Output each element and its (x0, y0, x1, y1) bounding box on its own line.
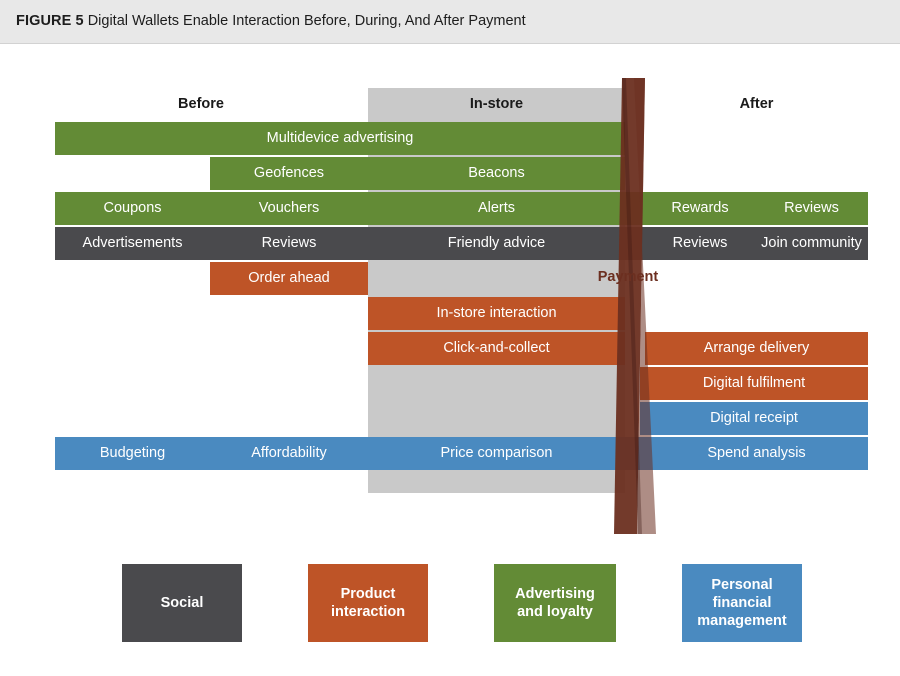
figure-number-label: FIGURE 5 (16, 13, 84, 29)
bar-row-multidevice-advertising[interactable]: Multidevice advertising (55, 122, 625, 155)
bar-label-geofences: Geofences (253, 165, 325, 181)
bar-row-instore-interaction[interactable]: In-store interaction (368, 297, 625, 330)
bar-label-vouchers: Vouchers (258, 200, 320, 216)
bar-label-multidevice-advertising: Multidevice advertising (266, 130, 414, 146)
legend-label-product-line1: Product (340, 586, 396, 602)
legend-item-advertising-loyalty[interactable]: Advertising and loyalty (494, 564, 616, 642)
bar-label-spend-analysis: Spend analysis (707, 445, 806, 461)
legend-item-product-interaction[interactable]: Product interaction (308, 564, 428, 642)
bar-label-budgeting: Budgeting (99, 445, 166, 461)
legend-label-advertising-loyalty: Advertising and loyalty (515, 585, 595, 621)
bar-row-click-and-collect[interactable]: Click-and-collect (368, 332, 625, 365)
figure-header: FIGURE 5 Digital Wallets Enable Interact… (0, 0, 900, 44)
legend-item-personal-financial-management[interactable]: Personal financial management (682, 564, 802, 642)
column-header-after: After (739, 96, 774, 112)
legend-label-pfm-line3: management (697, 613, 787, 629)
bar-label-friendly-advice: Friendly advice (447, 235, 546, 251)
bar-row-geofences-beacons[interactable]: Geofences Beacons (210, 157, 625, 190)
bar-label-rewards: Rewards (671, 200, 729, 216)
instore-band (368, 88, 625, 493)
bar-label-reviews-after-advert: Reviews (784, 200, 839, 216)
legend-item-social[interactable]: Social (122, 564, 242, 642)
bar-label-digital-fulfilment: Digital fulfilment (702, 375, 806, 391)
bar-label-digital-receipt: Digital receipt (710, 410, 798, 426)
column-header-instore: In-store (469, 96, 524, 112)
bar-label-reviews-after-social: Reviews (672, 235, 728, 251)
bar-row-arrange-delivery[interactable]: Arrange delivery (645, 332, 868, 365)
bar-label-reviews-before: Reviews (261, 235, 317, 251)
bar-label-coupons: Coupons (103, 200, 162, 216)
bar-label-alerts: Alerts (477, 200, 516, 216)
bar-row-digital-fulfilment[interactable]: Digital fulfilment (640, 367, 868, 400)
legend-label-social: Social (160, 595, 204, 611)
legend-label-pfm-line1: Personal (711, 577, 773, 593)
column-header-before: Before (178, 96, 224, 112)
legend-label-advert-line2: and loyalty (517, 604, 593, 620)
bar-label-advertisements: Advertisements (82, 235, 183, 251)
figure-header-text: FIGURE 5 Digital Wallets Enable Interact… (16, 13, 526, 29)
legend-label-pfm-line2: financial (712, 595, 772, 611)
legend-label-personal-financial-management: Personal financial management (697, 576, 786, 630)
bar-label-affordability: Affordability (251, 445, 327, 461)
bar-row-pfm-full[interactable]: Budgeting Affordability Price comparison… (55, 437, 868, 470)
bar-label-order-ahead: Order ahead (248, 270, 330, 286)
bar-label-arrange-delivery: Arrange delivery (703, 340, 810, 356)
payment-label: Payment (597, 269, 659, 285)
legend-label-product-line2: interaction (330, 604, 406, 620)
bar-label-instore-interaction: In-store interaction (436, 305, 557, 321)
figure-chart-area: Before In-store After Multidevice advert… (0, 44, 900, 676)
bar-label-beacons: Beacons (468, 165, 525, 181)
bar-row-social-full[interactable]: Advertisements Reviews Friendly advice R… (55, 227, 868, 260)
bar-label-price-comparison: Price comparison (440, 445, 553, 461)
figure-title: Digital Wallets Enable Interaction Befor… (87, 13, 526, 29)
legend-label-product-interaction: Product interaction (331, 585, 405, 621)
legend-label-advert-line1: Advertising (515, 586, 595, 602)
bar-row-order-ahead[interactable]: Order ahead (210, 262, 368, 295)
bar-label-click-and-collect: Click-and-collect (443, 340, 550, 356)
bar-label-join-community: Join community (761, 235, 862, 251)
bar-row-digital-receipt[interactable]: Digital receipt (640, 402, 868, 435)
bar-row-coupons-vouchers-alerts-rewards-reviews[interactable]: Coupons Vouchers Alerts Rewards Reviews (55, 192, 868, 225)
